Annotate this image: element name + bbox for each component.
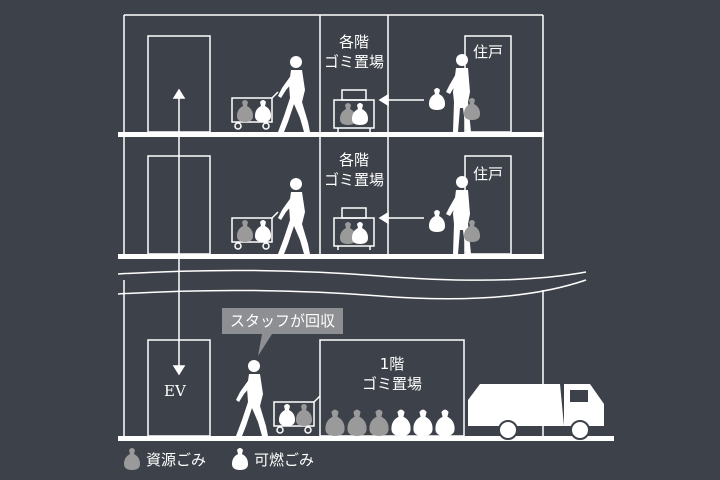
ground-trash-bags xyxy=(325,409,455,436)
disposal-arrows xyxy=(378,93,424,225)
elevator-arrow xyxy=(172,88,186,376)
recyclable-bag-icon xyxy=(124,448,140,470)
trash-bin-floor-middle xyxy=(333,207,375,251)
elevator-label: EV xyxy=(164,382,186,400)
burnable-bag-icon xyxy=(232,448,248,470)
callout-pointer xyxy=(258,334,272,356)
floor-slab-upper xyxy=(118,132,544,137)
resident-floor-middle xyxy=(429,176,480,254)
trash-bin-floor-top xyxy=(333,89,375,133)
unit-label-top: 住戸 xyxy=(472,43,503,61)
upper-trash-room-label-top: 各階 ゴミ置場 xyxy=(323,33,384,71)
resident-floor-top xyxy=(429,54,480,132)
ground-trash-room-label: 1階 ゴミ置場 xyxy=(361,355,422,393)
legend-burnable-label: 可燃ごみ xyxy=(254,451,315,469)
break-lines xyxy=(117,269,587,300)
ground-trash-room xyxy=(319,339,465,437)
staff-with-cart-ground xyxy=(236,360,321,436)
unit-label-middle: 住戸 xyxy=(472,165,503,183)
floor-slab-ground xyxy=(118,436,614,441)
staff-collection-callout: スタッフが回収 xyxy=(222,308,344,334)
floor-slab-middle xyxy=(118,254,544,259)
garbage-truck xyxy=(468,384,604,440)
staff-with-cart-floor-middle xyxy=(231,178,310,254)
legend-recyclable-label: 資源ごみ xyxy=(146,451,207,469)
staff-with-cart-floor-top xyxy=(231,56,310,132)
upper-trash-room-label-middle: 各階 ゴミ置場 xyxy=(323,151,384,189)
